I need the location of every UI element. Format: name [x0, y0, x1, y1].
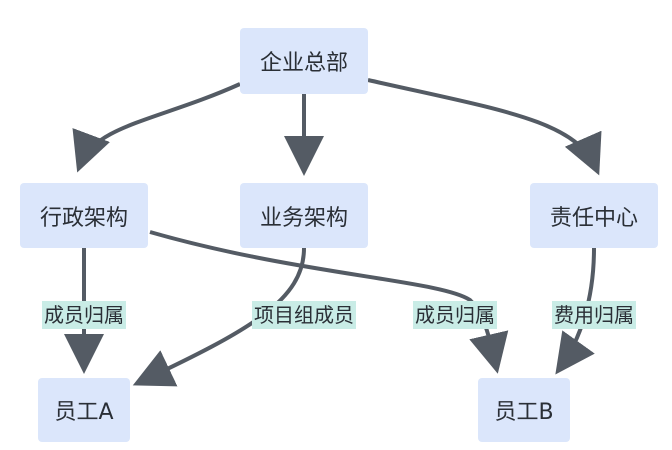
edge-label-admin-employee-b: 成员归属: [413, 301, 497, 329]
node-hq: 企业总部: [240, 28, 368, 94]
edge-admin-employee-b: [149, 230, 509, 374]
edge-label-responsibility-employee-b: 费用归属: [552, 301, 636, 329]
node-admin: 行政架构: [20, 183, 148, 248]
node-employee-a: 员工A: [38, 378, 130, 442]
node-business: 业务架构: [240, 183, 368, 248]
edge-hq-admin: [72, 82, 241, 173]
node-employee-b: 员工B: [478, 378, 570, 442]
edge-label-admin-employee-a: 成员归属: [42, 301, 126, 329]
node-responsibility: 责任中心: [530, 183, 658, 248]
edge-hq-responsibility: [367, 78, 602, 176]
edge-label-business-employee-a: 项目组成员: [252, 301, 356, 329]
